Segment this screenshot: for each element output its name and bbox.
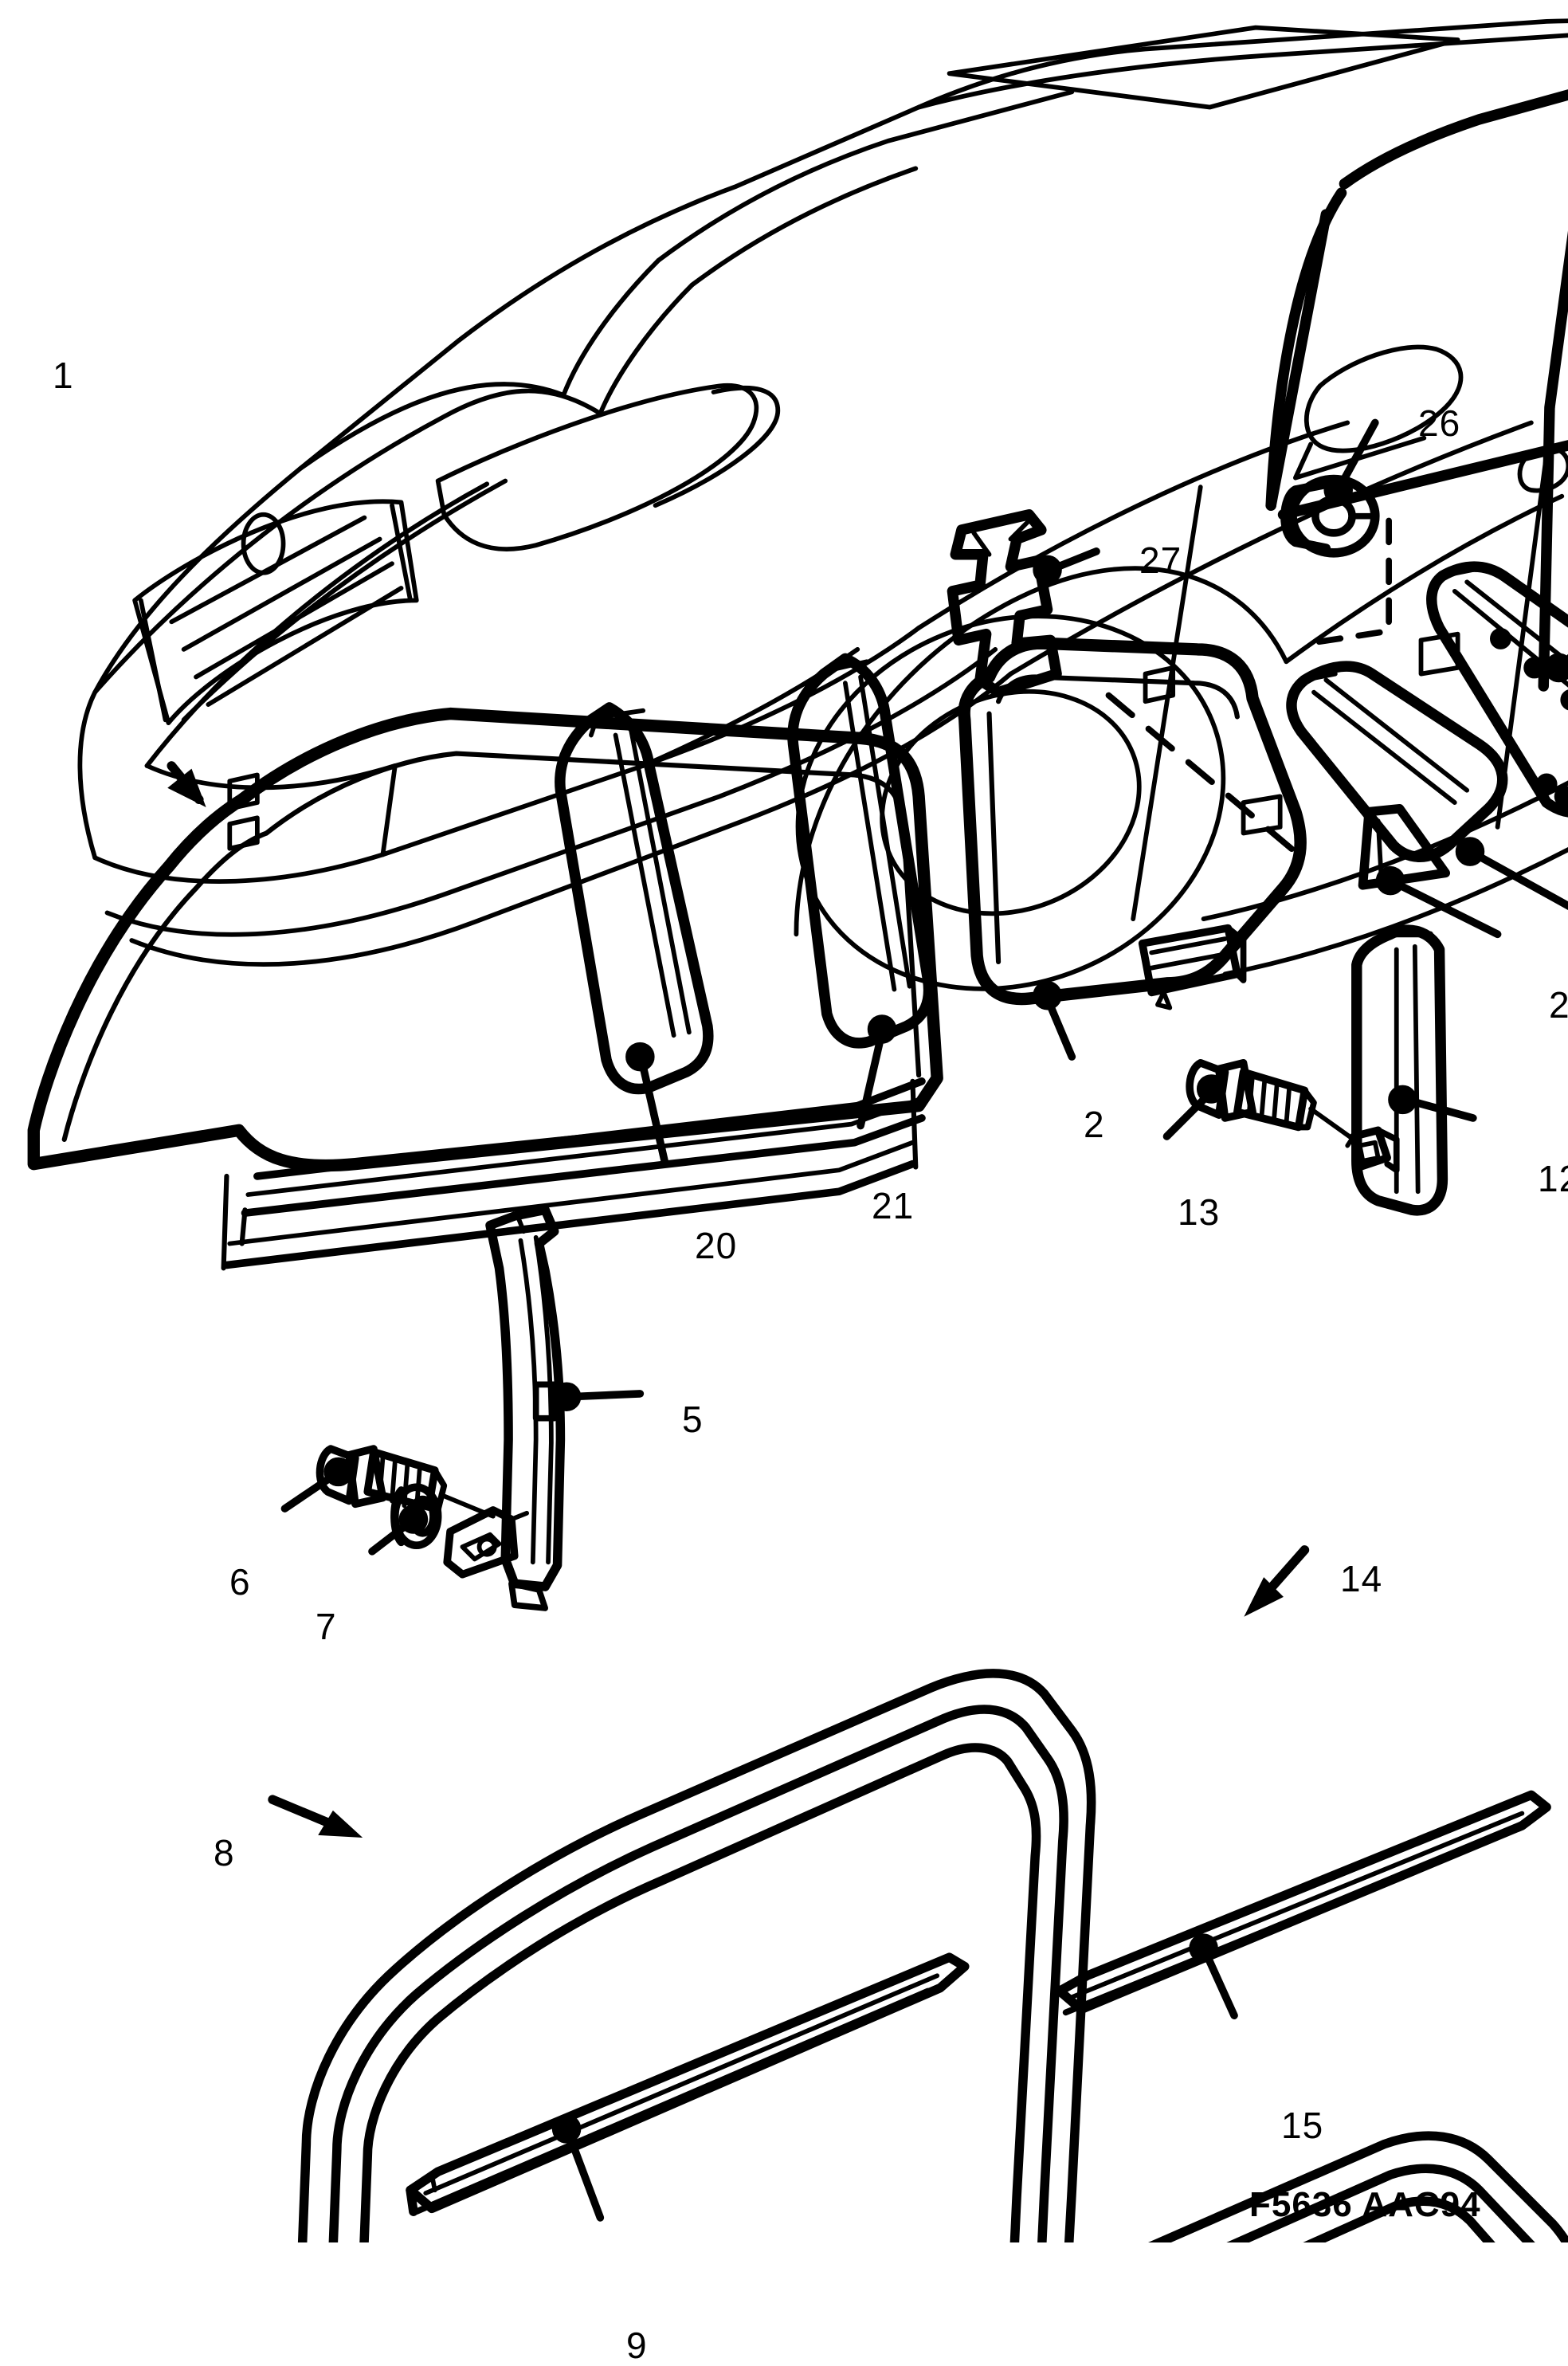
callout-label-12: 12 — [1538, 1158, 1568, 1199]
part-1-front-door-window-glass — [27, 707, 943, 1271]
part-14-channel-seal — [1147, 2131, 1568, 2242]
part-5-guide-channel — [443, 1205, 566, 1611]
part-25-quarter-window-trim — [1426, 561, 1568, 818]
part-21-frame-trim — [787, 653, 935, 1049]
part-26-drain-plug — [1280, 474, 1392, 647]
part-9-weatherstrip — [406, 1952, 970, 2216]
callout-label-14: 14 — [1340, 1558, 1383, 1599]
part-27-bracket-clip — [947, 509, 1062, 698]
callout-label-8: 8 — [214, 1832, 235, 1874]
diagram-artwork — [27, 18, 1568, 2242]
callout-label-1: 1 — [53, 355, 74, 396]
callout-label-15: 15 — [1281, 2105, 1324, 2146]
callout-label-20: 20 — [695, 1225, 738, 1266]
callout-label-13: 13 — [1178, 1191, 1221, 1233]
part-12-guide-rail — [1345, 924, 1448, 1216]
callout-label-21: 21 — [872, 1185, 915, 1226]
parts-diagram-page: 1 2 5 6 7 8 9 12 13 14 15 20 21 22 23 25… — [27, 18, 1568, 2364]
part-15-weatherstrip — [1055, 1790, 1551, 2016]
callout-label-6: 6 — [229, 1561, 251, 1603]
leader-lines — [167, 418, 1568, 2222]
part-13-bolt — [1186, 1058, 1356, 1142]
callout-label-9: 9 — [626, 2325, 648, 2366]
vehicle-illustration — [77, 18, 1568, 991]
part-22-quarter-window-trim — [1286, 661, 1508, 862]
figure-code: F5636 AAC94 — [1249, 2185, 1481, 2224]
callout-label-7: 7 — [316, 1606, 337, 1647]
callout-label-23: 23 — [1549, 984, 1568, 1026]
callout-label-26: 26 — [1418, 402, 1461, 444]
part-2-rear-door-window-glass — [958, 637, 1307, 1010]
callout-label-2: 2 — [1084, 1104, 1105, 1145]
callout-label-27: 27 — [1139, 540, 1182, 581]
part-8-channel-seal — [297, 1669, 1096, 2242]
callout-label-5: 5 — [682, 1399, 704, 1440]
